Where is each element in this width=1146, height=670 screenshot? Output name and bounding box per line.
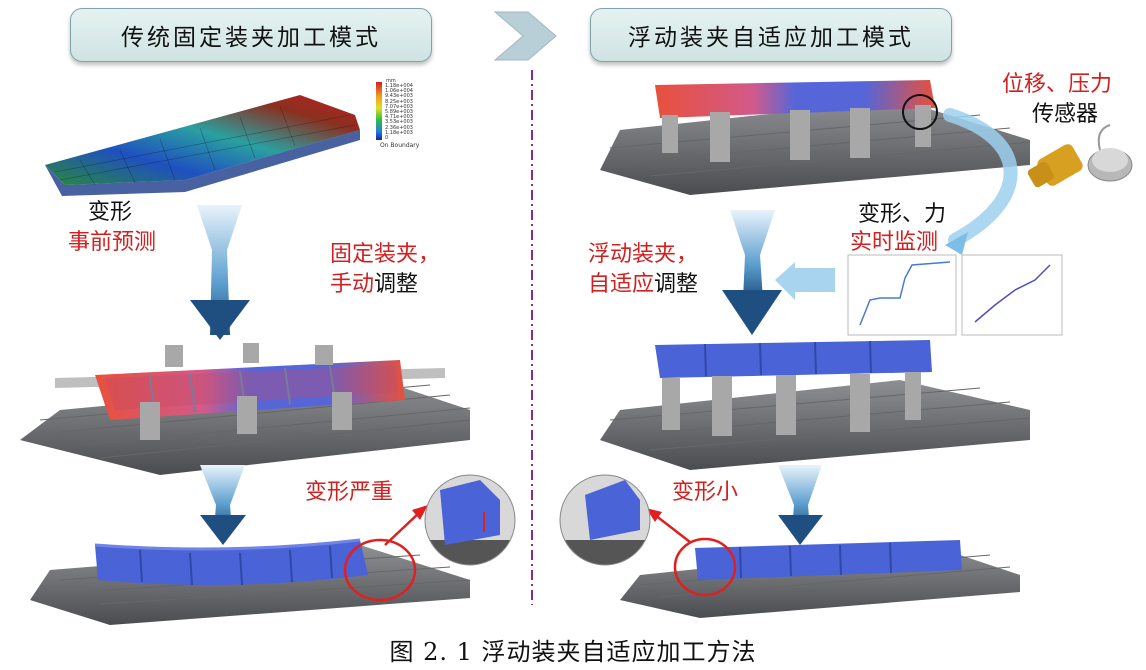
pressure-sensor-icon: [1087, 124, 1133, 182]
small-deform-label: 变形小: [672, 480, 739, 505]
displacement-chart: [847, 254, 957, 336]
severely-deformed-part: [30, 538, 471, 625]
legend-footer: On Boundary: [380, 142, 420, 149]
right-mode-title: 浮动装夹自适应加工模式: [590, 8, 952, 62]
deform-force-label: 变形、力: [858, 202, 947, 227]
fem-color-legend: [376, 82, 382, 140]
process-down-arrow: [730, 210, 775, 300]
zoom-pointer-arrow: [384, 511, 421, 546]
process-down-arrow: [200, 465, 245, 530]
floating-clamp-fixture-middle: [600, 340, 1031, 470]
deform-label: 变形: [88, 200, 133, 225]
process-down-arrow: [197, 205, 242, 335]
left-mode-title: 传统固定装夹加工模式: [70, 8, 432, 62]
predict-label: 事前预测: [68, 230, 157, 255]
deformation-highlight-circle: [673, 537, 737, 597]
sensor-location-circle: [902, 94, 938, 130]
realtime-monitor-label: 实时监测: [850, 230, 939, 255]
left-zoom-detail: [424, 474, 516, 566]
deformation-highlight-circle: [343, 538, 417, 602]
fixed-clamp-fixture: [20, 343, 471, 475]
feedback-arrow: [775, 262, 835, 300]
fixed-clamp-label: 固定装夹，: [330, 242, 441, 267]
adaptive-adjust-label: 自适应调整: [588, 272, 699, 297]
force-chart: [961, 254, 1063, 336]
sensor-label-red: 位移、压力: [1002, 72, 1113, 97]
manual-adjust-label: 手动调整: [330, 272, 419, 297]
monitoring-flow-arrow: [943, 108, 1018, 247]
right-zoom-detail: [559, 474, 651, 566]
legend-unit: mm: [386, 78, 396, 84]
floating-clamp-fixture-top: [600, 80, 1031, 195]
fem-deformation-model: [45, 95, 360, 196]
mode-transition-arrow: [493, 11, 557, 61]
displacement-sensor-icon: [1027, 144, 1083, 188]
floating-clamp-label: 浮动装夹，: [588, 242, 699, 267]
sensor-label: 传感器: [1032, 102, 1099, 127]
severe-deform-label: 变形严重: [305, 480, 394, 505]
process-down-arrow: [778, 465, 822, 530]
figure-caption: 图 2. 1 浮动装夹自适应加工方法: [389, 638, 757, 666]
zoom-pointer-arrow: [654, 514, 691, 543]
